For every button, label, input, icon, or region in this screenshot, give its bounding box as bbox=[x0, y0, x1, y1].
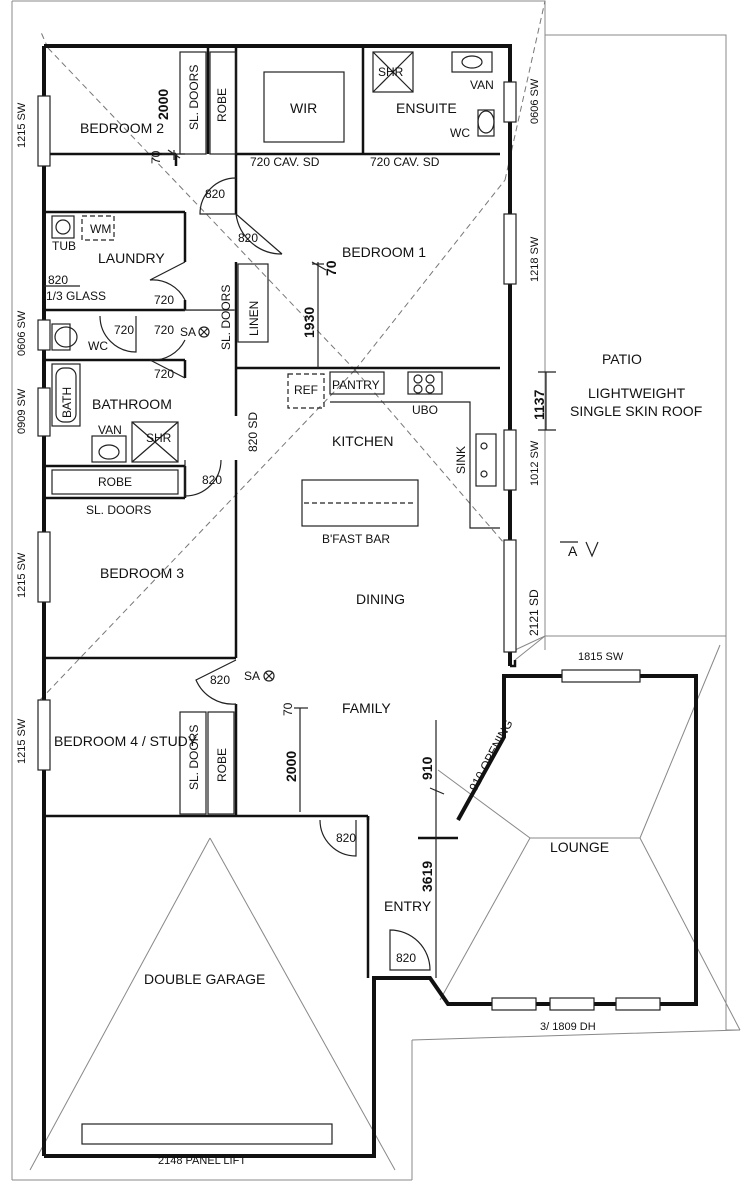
label-window-1815: 1815 SW bbox=[578, 651, 624, 663]
label-pantry: PANTRY bbox=[332, 378, 380, 392]
label-window-1215-bot: 1215 SW bbox=[16, 718, 28, 764]
label-door-820sd: 820 SD bbox=[246, 412, 260, 452]
label-dim-70-bed1: 70 bbox=[323, 260, 339, 276]
section-marker: A bbox=[568, 543, 578, 559]
label-dining: DINING bbox=[356, 591, 405, 607]
label-door-820-bed4: 820 bbox=[210, 673, 230, 687]
label-dim-2000-family: 2000 bbox=[283, 751, 299, 782]
label-door-720-laundry: 720 bbox=[154, 293, 174, 307]
fixtures bbox=[51, 51, 500, 815]
label-door-cav-2: 720 CAV. SD bbox=[370, 155, 440, 169]
label-garage-door: 2148 PANEL LIFT bbox=[158, 1155, 246, 1167]
label-window-0909: 0909 SW bbox=[16, 388, 28, 434]
label-patio: PATIO bbox=[602, 351, 642, 367]
label-robe-bed4: ROBE bbox=[215, 748, 229, 782]
label-sink: SINK bbox=[454, 446, 468, 474]
roof-lines bbox=[11, 0, 741, 1181]
label-ensuite: ENSUITE bbox=[396, 100, 457, 116]
label-van-bath: VAN bbox=[98, 423, 122, 437]
label-dim-70-family: 70 bbox=[281, 702, 295, 716]
label-shr-bath: SHR bbox=[146, 431, 172, 445]
label-door-820-entry-top: 820 bbox=[336, 831, 356, 845]
label-door-820-bed3: 820 bbox=[202, 473, 222, 487]
label-door-820-bed1: 820 bbox=[238, 231, 258, 245]
label-dim-1137: 1137 bbox=[531, 389, 547, 420]
label-sl-doors-bed2: SL. DOORS bbox=[187, 65, 201, 130]
label-wc: WC bbox=[88, 339, 108, 353]
label-dim-910: 910 bbox=[419, 756, 435, 780]
room-labels: BEDROOM 2 WIR ENSUITE SHR VAN WC LAUNDRY… bbox=[52, 65, 702, 987]
dimension-labels: 2000 70 70 1930 1137 70 2000 910 3619 bbox=[149, 89, 547, 892]
label-door-cav-1: 720 CAV. SD bbox=[250, 155, 320, 169]
label-van-ensuite: VAN bbox=[470, 78, 494, 92]
label-bedroom1: BEDROOM 1 bbox=[342, 244, 426, 260]
label-garage: DOUBLE GARAGE bbox=[144, 971, 265, 987]
label-dim-70-top: 70 bbox=[149, 150, 163, 164]
label-door-2121sd: 2121 SD bbox=[527, 589, 541, 636]
label-sl-doors-bed4: SL. DOORS bbox=[187, 725, 201, 790]
label-window-dh: 3/ 1809 DH bbox=[540, 1021, 596, 1033]
label-bathroom: BATHROOM bbox=[92, 396, 172, 412]
label-sa-2: SA bbox=[244, 669, 260, 683]
window-labels: 1215 SW 0606 SW 0909 SW 1215 SW 1215 SW … bbox=[16, 78, 624, 1167]
label-door-720-bath: 720 bbox=[154, 367, 174, 381]
label-wc-ensuite: WC bbox=[450, 126, 470, 140]
label-window-0606-left: 0606 SW bbox=[16, 310, 28, 356]
label-bath: BATH bbox=[60, 387, 74, 418]
label-window-1215-mid: 1215 SW bbox=[16, 552, 28, 598]
label-sa-1: SA bbox=[180, 325, 196, 339]
label-dim-2000-top: 2000 bbox=[155, 89, 171, 120]
label-window-0606-right: 0606 SW bbox=[529, 78, 541, 124]
label-door-720-wc-hall: 720 bbox=[114, 323, 134, 337]
label-bedroom3: BEDROOM 3 bbox=[100, 565, 184, 581]
label-robe-bed3: ROBE bbox=[98, 475, 132, 489]
dimension-lines bbox=[162, 149, 556, 978]
smoke-alarms bbox=[198, 326, 275, 682]
label-entry: ENTRY bbox=[384, 898, 432, 914]
label-window-1215-top: 1215 SW bbox=[16, 102, 28, 148]
label-bedroom2: BEDROOM 2 bbox=[80, 120, 164, 136]
label-tub: TUB bbox=[52, 239, 76, 253]
label-door-720-wc: 720 bbox=[154, 323, 174, 337]
label-linen: LINEN bbox=[247, 301, 261, 336]
label-family: FAMILY bbox=[342, 700, 391, 716]
label-sl-doors-hall: SL. DOORS bbox=[219, 285, 233, 350]
door-swings bbox=[44, 177, 431, 971]
label-wm: WM bbox=[90, 222, 111, 236]
label-ref: REF bbox=[294, 383, 318, 397]
label-shr-ensuite: SHR bbox=[378, 65, 404, 79]
patio-lines bbox=[560, 541, 599, 558]
label-window-1012: 1012 SW bbox=[529, 440, 541, 486]
label-wir: WIR bbox=[290, 100, 317, 116]
label-laundry: LAUNDRY bbox=[98, 250, 165, 266]
label-door-820-glass-2: 1/3 GLASS bbox=[46, 289, 106, 303]
label-patio-roof-2: SINGLE SKIN ROOF bbox=[570, 403, 702, 419]
label-door-820-bed2: 820 bbox=[205, 187, 225, 201]
label-lounge: LOUNGE bbox=[550, 839, 609, 855]
label-sl-doors-bed3: SL. DOORS bbox=[86, 503, 151, 517]
label-ubo: UBO bbox=[412, 403, 438, 417]
windows bbox=[37, 81, 661, 1145]
label-kitchen: KITCHEN bbox=[332, 433, 393, 449]
label-window-1218: 1218 SW bbox=[529, 236, 541, 282]
label-dim-3619: 3619 bbox=[419, 861, 435, 892]
label-dim-1930: 1930 bbox=[301, 307, 317, 338]
label-bedroom4: BEDROOM 4 / STUDY bbox=[54, 733, 198, 749]
label-robe-bed2: ROBE bbox=[215, 88, 229, 122]
label-door-820-glass-1: 820 bbox=[48, 273, 68, 287]
label-patio-roof-1: LIGHTWEIGHT bbox=[588, 385, 686, 401]
label-opening-910: 910 OPENING bbox=[466, 717, 515, 793]
label-door-820-entry: 820 bbox=[396, 951, 416, 965]
door-labels: 720 CAV. SD 720 CAV. SD 820 820 720 820 … bbox=[46, 155, 541, 965]
label-bfast-bar: B'FAST BAR bbox=[322, 532, 390, 546]
